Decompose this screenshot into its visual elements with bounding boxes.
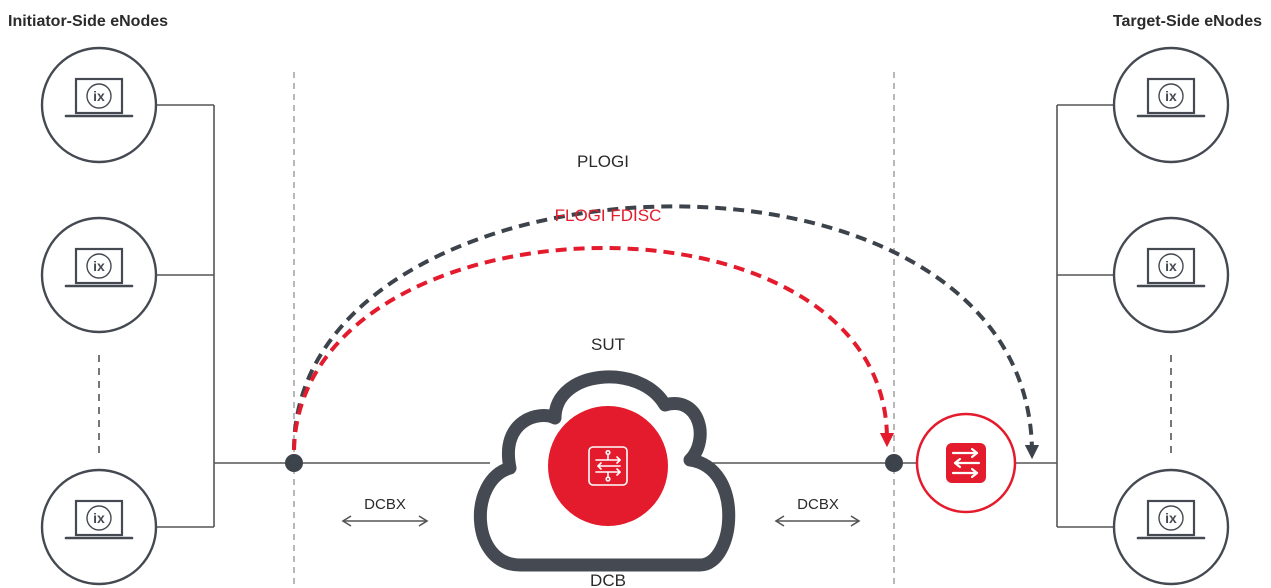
laptop-icon: ix — [64, 499, 134, 540]
laptop-icon: ix — [1136, 77, 1206, 118]
target-enode-1: ix — [1112, 46, 1230, 164]
laptop-icon: ix — [1136, 499, 1206, 540]
left-connection-dot — [285, 454, 303, 472]
plogi-arc — [292, 204, 1040, 460]
ix-logo: ix — [93, 258, 105, 274]
target-enode-3: ix — [1112, 468, 1230, 586]
ix-logo: ix — [93, 88, 105, 104]
sut-cloud — [474, 370, 736, 572]
laptop-icon: ix — [64, 77, 134, 118]
left-bus — [157, 104, 294, 528]
ix-logo: ix — [1165, 88, 1177, 104]
target-switch — [915, 412, 1017, 514]
network-arrows-icon — [588, 446, 628, 486]
plogi-label: PLOGI — [577, 152, 629, 171]
dcbx-left-label: DCBX — [364, 496, 406, 513]
ix-logo: ix — [1165, 258, 1177, 274]
laptop-icon: ix — [64, 247, 134, 288]
right-bus — [1016, 104, 1115, 528]
target-header: Target-Side eNodes — [1113, 13, 1262, 30]
initiator-enode-2: ix — [40, 216, 158, 334]
dcb-label: DCB — [590, 571, 626, 588]
right-connection-dot — [885, 454, 903, 472]
flogi-arc — [292, 246, 895, 451]
dcbx-left-arrow — [341, 515, 429, 527]
ix-logo: ix — [1165, 510, 1177, 526]
initiator-header: Initiator-Side eNodes — [8, 13, 168, 30]
sut-label: SUT — [591, 335, 625, 354]
initiator-enode-3: ix — [40, 468, 158, 586]
laptop-icon: ix — [1136, 247, 1206, 288]
ix-logo: ix — [93, 510, 105, 526]
target-enode-2: ix — [1112, 216, 1230, 334]
flogi-label: FLOGI FDISC — [555, 206, 662, 225]
dcbx-right-label: DCBX — [797, 496, 839, 513]
initiator-enode-1: ix — [40, 46, 158, 164]
dcbx-right-arrow — [774, 515, 861, 527]
